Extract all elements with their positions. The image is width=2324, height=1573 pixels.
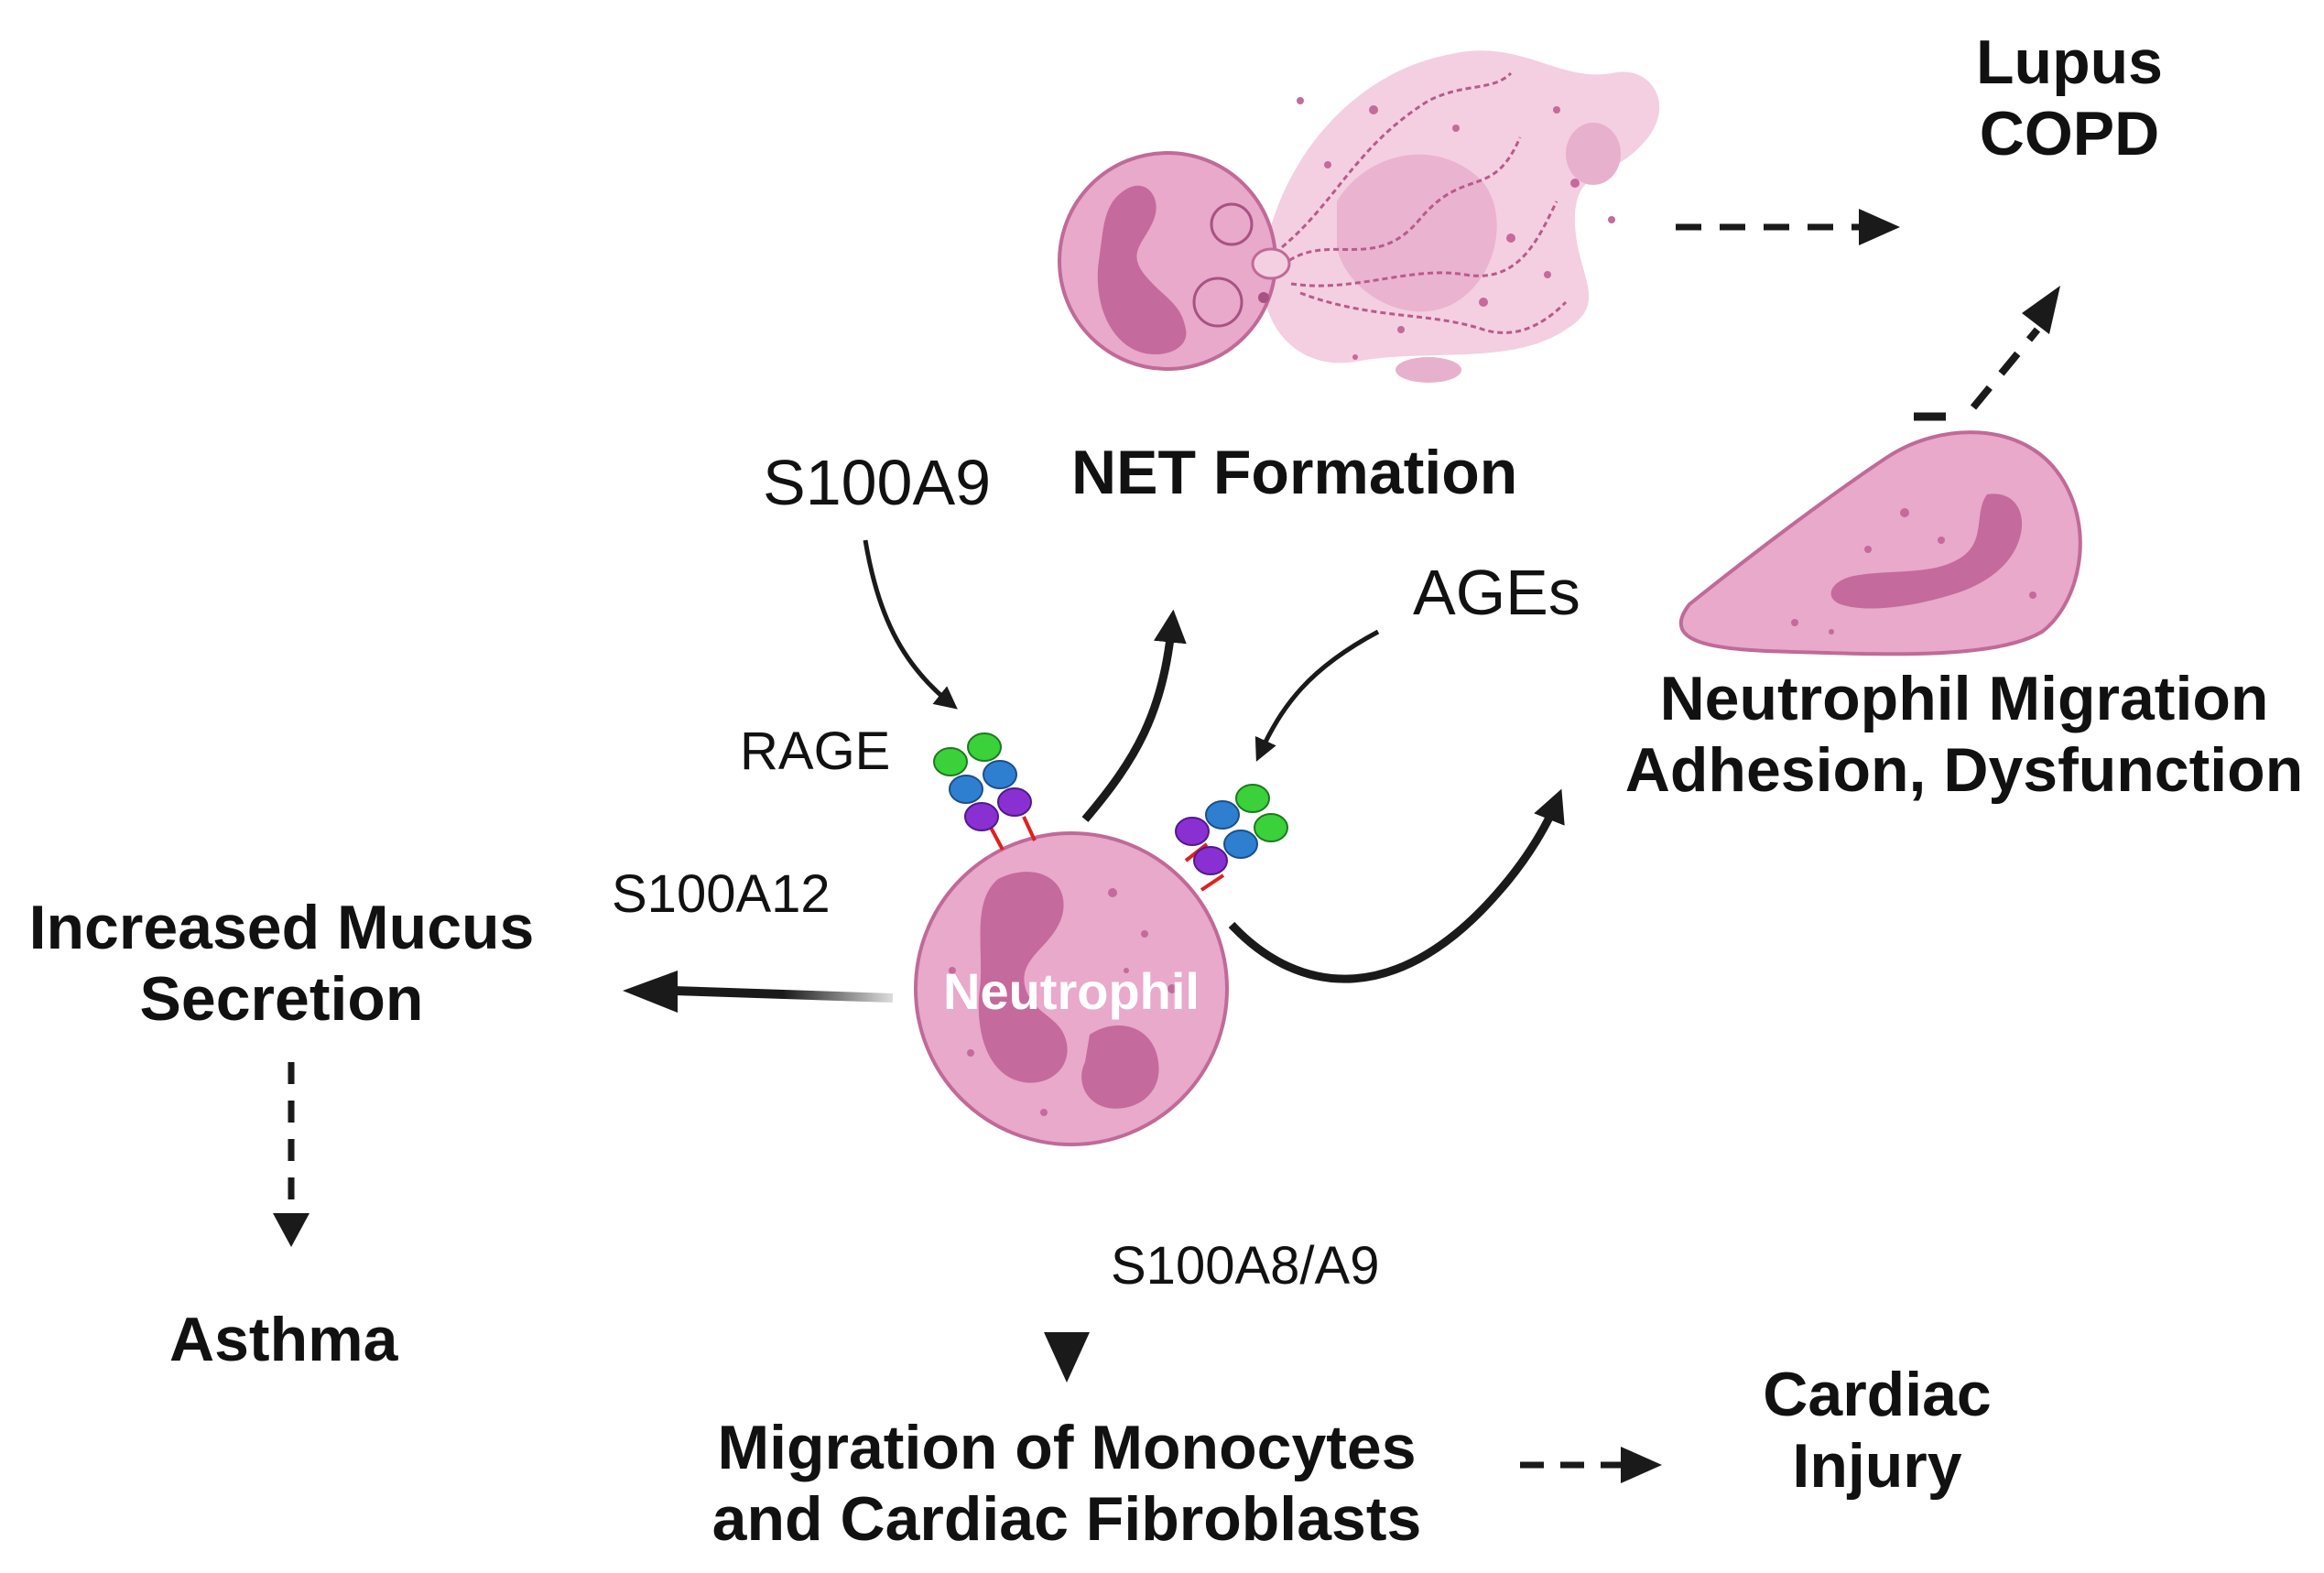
dashed-arrowhead-migration <box>2022 286 2060 334</box>
arrow-to-net-formation <box>1081 609 1187 822</box>
arrow-to-neutrophil-migration <box>1228 788 1565 983</box>
monocytes-line-2: and Cardiac Fibroblasts <box>711 1483 1422 1554</box>
dna-strand <box>1281 136 1522 267</box>
disease-top-line-1: Lupus <box>1976 27 2163 97</box>
neutrophil-nucleus-lobe <box>1081 1025 1159 1109</box>
migrating-granules <box>1791 508 2036 635</box>
dashed-arrowhead-cardiac <box>1621 1447 1662 1483</box>
cardiac-label: Cardiac Injury <box>1740 1360 2014 1502</box>
dna-strand <box>1299 291 1568 334</box>
netosing-nucleus <box>1097 185 1187 355</box>
arrowhead-to-monocytes <box>1044 1332 1090 1383</box>
arrows <box>273 209 2060 1483</box>
mucus-label: Increased Mucus Secretion <box>18 893 545 1035</box>
dashed-arrowhead-asthma <box>273 1213 310 1247</box>
migrating-nucleus <box>1830 494 2023 609</box>
arrow-ages-to-rage <box>1254 629 1380 762</box>
neutrophil-migration-line-1: Neutrophil Migration <box>1659 664 2269 733</box>
central-neutrophil <box>914 831 1229 1146</box>
neutrophil-granules <box>949 888 1177 1116</box>
mucus-line-1: Increased Mucus <box>28 893 535 962</box>
rage-label: RAGE <box>740 721 891 781</box>
net-granules <box>1297 97 1615 360</box>
granule-vesicle <box>1210 202 1254 246</box>
membrane-rupture <box>1251 247 1291 280</box>
asthma-label: Asthma <box>169 1305 398 1374</box>
rage-receptor-left <box>933 732 1037 851</box>
dashed-arrow-migration-to-disease <box>1970 327 2041 410</box>
disease-top-label: Lupus COPD <box>1950 27 2188 169</box>
dna-strand <box>1290 201 1558 287</box>
s100a9-label: S100A9 <box>763 447 992 518</box>
neutrophil-nucleus <box>978 872 1068 1083</box>
neutrophil-migration-label: Neutrophil Migration Adhesion, Dysfuncti… <box>1612 664 2317 806</box>
s100a8-a9-label: S100A8/A9 <box>1111 1236 1380 1296</box>
dashed-arrowhead-net <box>1859 209 1900 245</box>
net-fragment <box>1566 123 1621 185</box>
cardiac-line-2: Injury <box>1792 1430 1962 1501</box>
s100a12-label: S100A12 <box>612 864 831 924</box>
arrow-to-mucus <box>672 986 894 1003</box>
net-fragment <box>1395 357 1461 383</box>
mucus-line-2: Secretion <box>139 963 424 1034</box>
disease-top-line-2: COPD <box>1979 98 2160 168</box>
arrowhead-to-mucus <box>623 971 678 1013</box>
migrating-neutrophil <box>1678 430 2082 656</box>
neutrophil-label: Neutrophil <box>943 962 1200 1020</box>
dna-strand <box>1281 71 1513 249</box>
migrating-cell-body <box>1678 430 2082 656</box>
net-formation-label: NET Formation <box>1071 438 1518 507</box>
net-cloud <box>1262 50 1660 383</box>
monocytes-label: Migration of Monocytes and Cardiac Fibro… <box>678 1413 1456 1555</box>
cardiac-line-1: Cardiac <box>1763 1360 1992 1429</box>
neutrophil-migration-line-2: Adhesion, Dysfunction <box>1624 734 2304 805</box>
arrow-s100a9-to-rage <box>863 539 958 710</box>
monocytes-line-1: Migration of Monocytes <box>717 1413 1417 1482</box>
granule-vesicle <box>1192 277 1243 328</box>
netosing-neutrophil <box>1058 151 1291 371</box>
rage-receptor-right <box>1175 784 1288 892</box>
granule <box>1258 292 1269 303</box>
ages-label: AGEs <box>1413 557 1580 628</box>
